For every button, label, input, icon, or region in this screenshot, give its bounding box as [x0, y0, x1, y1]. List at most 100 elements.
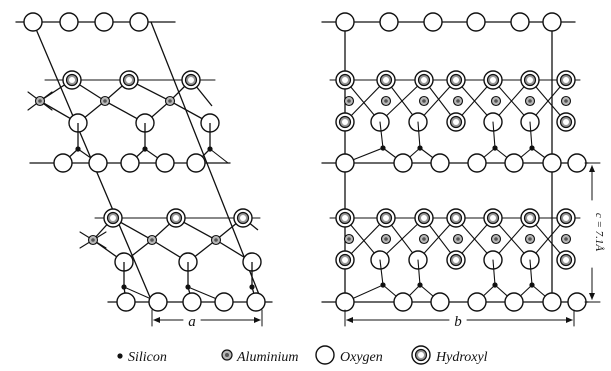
aluminium-atom	[452, 233, 464, 245]
hydroxyl-group	[376, 70, 396, 90]
oxygen-atom	[467, 292, 487, 312]
oxygen-atom	[120, 153, 140, 173]
bond-line	[344, 217, 387, 261]
unit-cell-edge	[150, 21, 263, 303]
bond-line	[529, 121, 533, 149]
hydroxyl-group	[376, 208, 396, 228]
aluminium-atom	[418, 233, 430, 245]
oxygen-atom	[510, 12, 530, 32]
legend-silicon-symbol	[117, 353, 123, 359]
oxygen-atom	[59, 12, 79, 32]
arrow-head	[589, 165, 595, 172]
oxygen-atom	[129, 12, 149, 32]
legend: Silicon Aluminium Oxygen Hydroxyl	[117, 345, 488, 365]
oxygen-atom	[23, 12, 43, 32]
oxygen-atom	[504, 153, 524, 173]
aluminium-atom	[210, 234, 222, 246]
oxygen-atom	[148, 292, 168, 312]
bond-line	[529, 259, 533, 286]
legend-aluminium-symbol	[221, 349, 233, 361]
oxygen-atom	[467, 153, 487, 173]
aluminium-atom	[452, 95, 464, 107]
dimension-label-b: b	[454, 314, 462, 330]
bond-line	[379, 217, 425, 261]
oxygen-atom	[116, 292, 136, 312]
oxygen-atom	[393, 292, 413, 312]
aluminium-atom	[343, 233, 355, 245]
aluminium-atom	[524, 95, 536, 107]
hydroxyl-group	[181, 70, 201, 90]
aluminium-atom	[380, 233, 392, 245]
hydroxyl-group	[446, 208, 466, 228]
aluminium-atom	[34, 95, 46, 107]
legend-hydroxyl-symbol	[411, 345, 431, 365]
hydroxyl-group	[446, 70, 466, 90]
oxygen-atom	[542, 292, 562, 312]
oxygen-atom	[430, 292, 450, 312]
oxygen-atom	[214, 292, 234, 312]
bond-line	[492, 121, 496, 149]
hydroxyl-group	[335, 112, 355, 132]
hydroxyl-group	[446, 250, 466, 270]
hydroxyl-group	[556, 208, 576, 228]
aluminium-atom	[490, 233, 502, 245]
aluminium-atom	[524, 233, 536, 245]
silicon-atom	[249, 284, 255, 290]
bond-line	[417, 259, 421, 286]
oxygen-atom	[430, 153, 450, 173]
hydroxyl-group	[335, 208, 355, 228]
bond-line	[379, 259, 384, 286]
hydroxyl-group	[483, 208, 503, 228]
bond-line	[379, 121, 384, 149]
aluminium-atom	[560, 233, 572, 245]
hydroxyl-group	[414, 208, 434, 228]
hydroxyl-group	[556, 70, 576, 90]
bond-zigzag	[39, 100, 211, 124]
legend-oxygen-label: Oxygen	[340, 350, 383, 365]
bond-line	[344, 79, 387, 123]
aluminium-atom	[343, 95, 355, 107]
bond-line	[379, 79, 425, 123]
legend-silicon-label: Silicon	[128, 350, 167, 365]
oxygen-atom	[246, 292, 266, 312]
hydroxyl-group	[335, 250, 355, 270]
aluminium-atom	[99, 95, 111, 107]
oxygen-atom	[423, 12, 443, 32]
hydroxyl-group	[446, 112, 466, 132]
hydroxyl-group	[414, 70, 434, 90]
bond-line	[209, 148, 229, 164]
oxygen-atom	[335, 292, 355, 312]
aluminium-atom	[146, 234, 158, 246]
legend-hydroxyl-label: Hydroxyl	[435, 350, 488, 365]
oxygen-atom	[542, 153, 562, 173]
hydroxyl-group	[119, 70, 139, 90]
oxygen-atom	[567, 292, 587, 312]
right-projection-b-axis	[321, 12, 601, 327]
oxygen-atom	[393, 153, 413, 173]
bond-line	[492, 259, 496, 286]
legend-aluminium-label: Aluminium	[236, 350, 298, 365]
arrow-head	[153, 317, 160, 323]
hydroxyl-group	[335, 70, 355, 90]
aluminium-atom	[87, 234, 99, 246]
aluminium-atom	[164, 95, 176, 107]
arrow-head	[346, 317, 353, 323]
hydroxyl-group	[103, 208, 123, 228]
hydroxyl-group	[166, 208, 186, 228]
hydroxyl-group	[483, 70, 503, 90]
hydroxyl-group	[556, 250, 576, 270]
aluminium-atom	[380, 95, 392, 107]
aluminium-atom	[418, 95, 430, 107]
hydroxyl-group	[520, 70, 540, 90]
legend-oxygen-symbol	[315, 345, 335, 365]
oxygen-atom	[379, 12, 399, 32]
oxygen-atom	[88, 153, 108, 173]
oxygen-atom	[466, 12, 486, 32]
oxygen-atom	[335, 153, 355, 173]
hydroxyl-group	[62, 70, 82, 90]
oxygen-atom	[335, 12, 355, 32]
hydroxyl-group	[233, 208, 253, 228]
oxygen-atom	[94, 12, 114, 32]
